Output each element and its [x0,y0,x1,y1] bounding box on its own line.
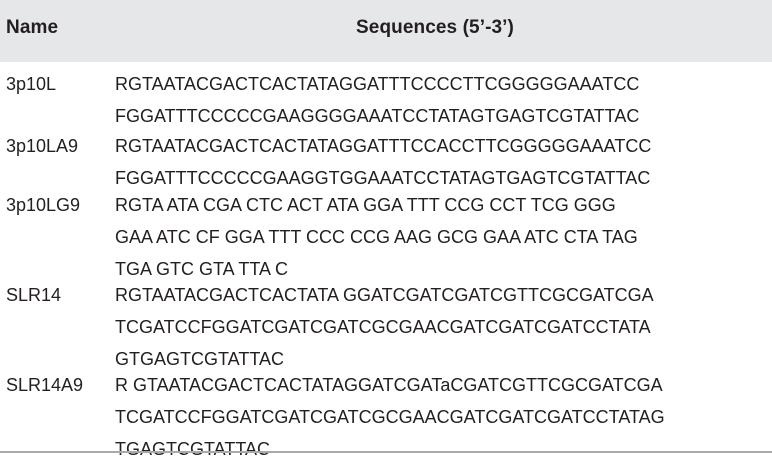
row-name-3p10lg9: 3p10LG9 [6,195,81,215]
sequence-line: R GTAATACGACTCACTATAGGATCGATaCGATCGTTCGC… [115,375,663,395]
row-name-3p10la9: 3p10LA9 [6,136,79,156]
sequence-line: TGA GTC GTA TTA C [115,259,289,279]
sequence-line: RGTAATACGACTCACTATA GGATCGATCGATCGTTCGCG… [115,285,654,305]
sequence-line: TCGATCCFGGATCGATCGATCGCGAACGATCGATCGATCC… [115,317,651,337]
row-sequence-3p10la9: RGTAATACGACTCACTATAGGATTTCCACCTTCGGGGGAA… [115,130,770,194]
header-sequences: Sequences (5’-3’) [356,17,514,38]
sequence-line: TGAGTCGTATTAC [115,439,270,459]
row-name-slr14: SLR14 [6,285,62,305]
sequence-line: FGGATTTCCCCCGAAGGGGAAATCCTATAGTGAGTCGTAT… [115,106,640,126]
header-name: Name [6,17,59,38]
row-sequence-3p10l: RGTAATACGACTCACTATAGGATTTCCCCTTCGGGGGAAA… [115,68,770,132]
row-sequence-slr14: RGTAATACGACTCACTATA GGATCGATCGATCGTTCGCG… [115,279,770,375]
bottom-divider [0,451,772,453]
row-sequence-3p10lg9: RGTA ATA CGA CTC ACT ATA GGA TTT CCG CCT… [115,189,770,285]
sequence-line: GTGAGTCGTATTAC [115,349,284,369]
sequence-line: RGTAATACGACTCACTATAGGATTTCCCCTTCGGGGGAAA… [115,74,640,94]
sequence-line: RGTAATACGACTCACTATAGGATTTCCACCTTCGGGGGAA… [115,136,652,156]
table-header: Name Sequences (5’-3’) [0,0,772,62]
sequence-line: TCGATCCFGGATCGATCGATCGCGAACGATCGATCGATCC… [115,407,665,427]
row-name-slr14a9: SLR14A9 [6,375,84,395]
sequence-line: GAA ATC CF GGA TTT CCC CCG AAG GCG GAA A… [115,227,638,247]
sequence-line: FGGATTTCCCCCGAAGGTGGAAATCCTATAGTGAGTCGTA… [115,168,651,188]
sequence-line: RGTA ATA CGA CTC ACT ATA GGA TTT CCG CCT… [115,195,616,215]
row-name-3p10l: 3p10L [6,74,57,94]
